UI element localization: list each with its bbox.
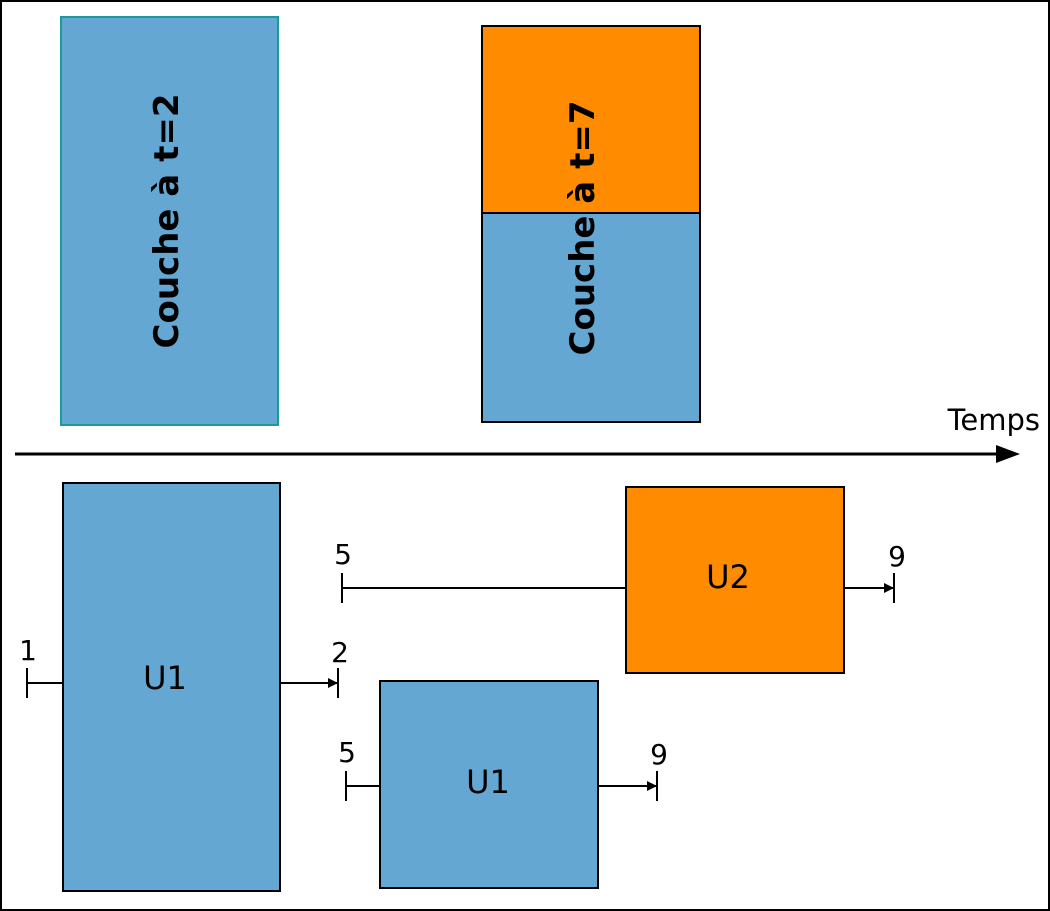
interval-end-label: 9 [888,540,906,573]
interval-start-label: 5 [334,538,352,571]
interval-end-label: 2 [331,636,349,669]
layer-t7: Couche à t=7 [481,25,701,423]
interval-u1-b: U1 5 9 [338,680,668,889]
interval-box-label: U1 [466,763,510,801]
interval-box [62,482,281,892]
interval-u2: U2 5 9 [334,486,906,674]
time-axis: Temps [15,403,1040,463]
interval-box [379,680,599,889]
time-axis-label: Temps [947,403,1040,437]
interval-box-label: U2 [706,558,750,596]
interval-box-label: U1 [143,659,187,697]
layer-t2-label: Couche à t=2 [147,94,187,349]
interval-start-label: 1 [19,634,37,667]
layer-t2: Couche à t=2 [60,16,279,426]
layer-t7-blue-block [481,212,701,423]
layer-t2-block [60,16,279,426]
time-axis-arrowhead [996,445,1020,463]
interval-u1-a: U1 1 2 [19,482,349,892]
interval-end-label: 9 [650,738,668,771]
layer-t7-label: Couche à t=7 [563,101,603,356]
interval-start-label: 5 [338,736,356,769]
interval-box [625,486,845,674]
layer-t7-orange-block [481,25,701,214]
